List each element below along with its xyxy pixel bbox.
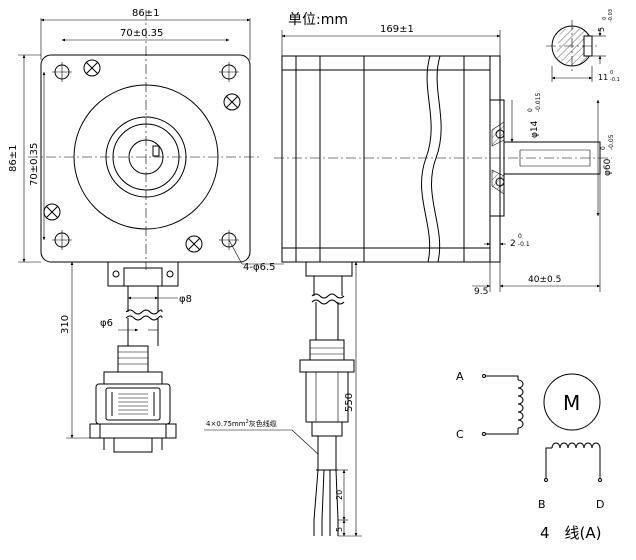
cable-total-length: 550 bbox=[344, 393, 355, 412]
cable-diameter: φ6 bbox=[100, 318, 113, 329]
key-depth-base: 11 bbox=[598, 73, 608, 82]
terminal-b: B bbox=[538, 498, 546, 511]
screw-icon bbox=[223, 93, 241, 111]
key-depth-tol-upper: 0 bbox=[610, 70, 613, 76]
shaft-diameter-tol-lower: -0.015 bbox=[535, 92, 542, 112]
shaft-diameter-tol-upper: 0 bbox=[527, 108, 534, 112]
front-view: 86±1 70±0.35 86±1 70±0.35 bbox=[8, 8, 284, 453]
mount-hole-top-right bbox=[219, 62, 239, 82]
shaft-diameter-base: φ14 bbox=[530, 120, 540, 138]
mount-holes-label: 4-φ6.5 bbox=[243, 262, 275, 273]
wire-tip-length: 5 bbox=[335, 527, 344, 532]
wiring-diagram: A C M B D 4 线(A) bbox=[456, 370, 604, 542]
screw-icon bbox=[185, 235, 203, 253]
cable-length-310: 310 bbox=[60, 315, 71, 334]
front-height-dim: 86±1 bbox=[8, 145, 19, 172]
pilot-diameter-tol-lower: -0.05 bbox=[608, 134, 615, 150]
pilot-diameter-base: φ60 bbox=[603, 158, 613, 176]
mount-hole-bottom-left bbox=[52, 230, 72, 250]
connector-side bbox=[299, 339, 355, 536]
unit-label: 单位:mm bbox=[288, 12, 348, 28]
screw-icon bbox=[43, 203, 61, 221]
front-hole-spacing-x: 70±0.35 bbox=[120, 28, 163, 39]
screw-icon bbox=[83, 59, 101, 77]
cable-spec-suffix: 灰色线缆 bbox=[249, 419, 277, 428]
key-width-tol-lower: -0.03 bbox=[608, 9, 614, 22]
terminal-c: C bbox=[456, 428, 464, 441]
front-hole-spacing-y: 70±0.35 bbox=[29, 143, 40, 186]
cable-spec-note: 4×0.75mm2灰色线缆 bbox=[206, 419, 277, 428]
shaft-length-dim: 40±0.5 bbox=[528, 275, 561, 285]
key-detail: 5 0 -0.03 11 0 -0.1 bbox=[546, 9, 620, 83]
motor-symbol-icon: M bbox=[543, 373, 601, 431]
flange-step-base: 2 bbox=[510, 239, 516, 249]
wiring-caption: 4 线(A) bbox=[540, 524, 602, 542]
flange-step-tol-lower: -0.1 bbox=[518, 241, 530, 248]
mount-hole-top-left bbox=[52, 62, 72, 82]
motor-symbol-label: M bbox=[563, 391, 580, 415]
key-width-tol-upper: 0 bbox=[602, 17, 608, 20]
cable-spec-prefix: 4×0.75mm bbox=[206, 420, 246, 428]
key-depth-tol-lower: -0.1 bbox=[610, 77, 620, 83]
wire-strip-length: 20 bbox=[335, 490, 344, 500]
cable-spec-sup: 2 bbox=[246, 419, 249, 425]
cable-exit-diameter: φ8 bbox=[179, 294, 192, 305]
terminal-a: A bbox=[456, 370, 464, 383]
db-connector bbox=[89, 345, 177, 453]
side-view: 单位:mm 169±1 φ14 bbox=[204, 12, 615, 537]
pilot-diameter-tol-upper: 0 bbox=[600, 146, 607, 150]
flange-offset-dim: 9.5 bbox=[474, 287, 488, 297]
key-width-dim: 5 bbox=[597, 27, 606, 32]
terminal-d: D bbox=[596, 498, 604, 511]
body-length-dim: 169±1 bbox=[380, 24, 414, 35]
flange-step-tol-upper: 0 bbox=[518, 233, 522, 240]
